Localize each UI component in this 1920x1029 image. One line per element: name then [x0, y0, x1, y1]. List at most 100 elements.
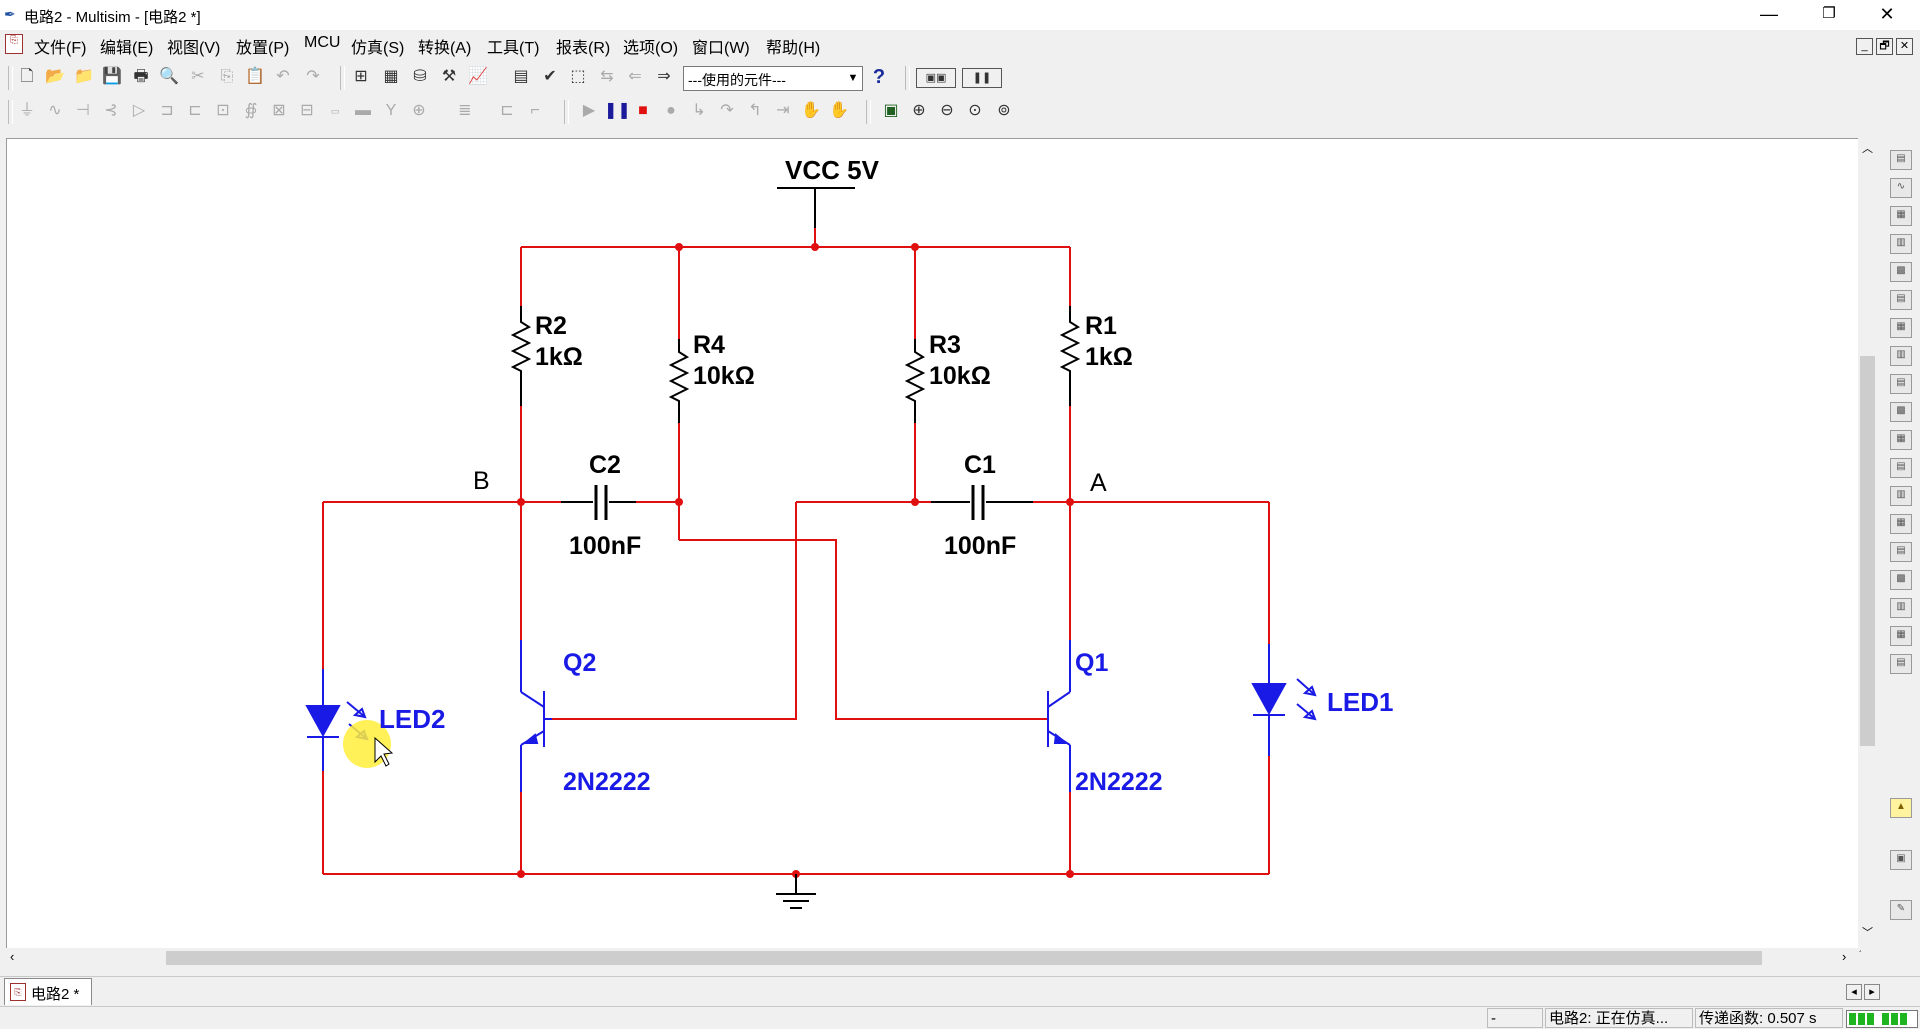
- schematic-canvas[interactable]: VCC 5V R2 1kΩ R4 10kΩ R3 10kΩ R1 1kΩ C2 …: [6, 138, 1861, 952]
- menu-tools[interactable]: 工具(T): [487, 40, 540, 57]
- forward-annotate-icon[interactable]: ⇒: [657, 68, 671, 85]
- menu-place[interactable]: 放置(P): [236, 40, 290, 57]
- print-preview-icon[interactable]: 🔍: [159, 68, 179, 85]
- four-channel-oscilloscope-icon[interactable]: ▩: [1890, 262, 1912, 282]
- pause-at-next-icon[interactable]: ●: [666, 102, 676, 119]
- current-probe-icon[interactable]: ▣: [1890, 850, 1912, 870]
- logic-analyzer-icon[interactable]: ▩: [1890, 402, 1912, 422]
- iv-analyzer-icon[interactable]: ▦: [1890, 430, 1912, 450]
- tab-circuit2[interactable]: ⎘ 电路2 *: [4, 978, 92, 1005]
- bode-plotter-icon[interactable]: ▤: [1890, 290, 1912, 310]
- menu-options[interactable]: 选项(O): [623, 40, 679, 57]
- zoom-in-icon[interactable]: ⊕: [912, 102, 926, 119]
- menu-edit[interactable]: 编辑(E): [100, 40, 154, 57]
- word-generator-icon[interactable]: ▥: [1890, 346, 1912, 366]
- new-file-icon[interactable]: 🗋: [20, 68, 34, 85]
- remove-breakpoints-icon[interactable]: ✋: [829, 102, 849, 119]
- close-button[interactable]: ✕: [1879, 4, 1895, 24]
- zoom-out-icon[interactable]: ⊖: [940, 102, 954, 119]
- mdi-minimize-button[interactable]: _: [1856, 38, 1873, 55]
- transfer-ultiboard-icon[interactable]: ⇆: [600, 68, 614, 85]
- tab-scroll-left-icon[interactable]: ◂: [1846, 984, 1862, 1000]
- step-into-icon[interactable]: ↳: [692, 102, 706, 119]
- in-use-list-combo[interactable]: ---使用的元件--- ▼: [683, 66, 863, 91]
- agilent-generator-icon[interactable]: ▤: [1890, 542, 1912, 562]
- misc-icon[interactable]: ▭: [330, 106, 340, 116]
- scroll-up-icon[interactable]: ︿: [1862, 143, 1873, 155]
- menu-file[interactable]: 文件(F): [34, 40, 87, 57]
- transistor-icon[interactable]: ⊰: [104, 102, 118, 119]
- mixed-icon[interactable]: ∯: [244, 102, 258, 119]
- frequency-counter-icon[interactable]: ▦: [1890, 318, 1912, 338]
- undo-icon[interactable]: ↶: [276, 68, 290, 85]
- database-icon[interactable]: ⛁: [413, 68, 427, 85]
- grapher-icon[interactable]: 📈: [468, 68, 488, 85]
- paste-icon[interactable]: 📋: [245, 68, 265, 85]
- ttl-icon[interactable]: ⊐: [160, 102, 174, 119]
- multimeter-icon[interactable]: ▤: [1890, 150, 1912, 170]
- back-annotate-icon[interactable]: ⇐: [628, 68, 642, 85]
- tektronix-oscilloscope-icon[interactable]: ▦: [1890, 626, 1912, 646]
- chevron-down-icon[interactable]: ▼: [847, 72, 859, 84]
- zoom-fit-icon[interactable]: ⊚: [997, 102, 1011, 119]
- mcu-component-icon[interactable]: ≣: [458, 102, 472, 119]
- analog-icon[interactable]: ▷: [132, 102, 146, 119]
- print-icon[interactable]: 🖶: [133, 68, 149, 85]
- menu-view[interactable]: 视图(V): [167, 40, 221, 57]
- menu-mcu[interactable]: MCU: [304, 34, 341, 51]
- minimize-button[interactable]: —: [1760, 4, 1778, 24]
- menu-help[interactable]: 帮助(H): [766, 40, 821, 57]
- copy-icon[interactable]: ⎘: [220, 68, 234, 85]
- indicator-icon[interactable]: ⊠: [272, 102, 286, 119]
- open-sample-icon[interactable]: 📁: [74, 68, 94, 85]
- tab-scroll-right-icon[interactable]: ▸: [1864, 984, 1880, 1000]
- show-grid-icon[interactable]: ▣: [883, 102, 899, 119]
- scroll-right-icon[interactable]: ›: [1842, 949, 1847, 964]
- run-to-cursor-icon[interactable]: ⇥: [776, 102, 790, 119]
- source-icon[interactable]: ⏚: [18, 102, 35, 119]
- vertical-scroll-thumb[interactable]: [1860, 356, 1875, 746]
- run-icon[interactable]: ▶: [582, 102, 596, 119]
- help-button[interactable]: ?: [872, 66, 886, 88]
- horizontal-scrollbar[interactable]: ‹ ›: [6, 948, 1859, 968]
- bus-icon[interactable]: ⌐: [530, 102, 540, 119]
- menu-simulate[interactable]: 仿真(S): [351, 40, 405, 57]
- basic-icon[interactable]: ∿: [48, 102, 62, 119]
- wattmeter-icon[interactable]: ▦: [1890, 206, 1912, 226]
- stop-icon[interactable]: ■: [638, 102, 648, 119]
- logic-converter-icon[interactable]: ▤: [1890, 374, 1912, 394]
- cut-icon[interactable]: ✂: [191, 68, 205, 85]
- spectrum-analyzer-icon[interactable]: ▥: [1890, 486, 1912, 506]
- menu-transfer[interactable]: 转换(A): [418, 40, 472, 57]
- restore-button[interactable]: ❐: [1822, 5, 1836, 22]
- mdi-restore-button[interactable]: 🗗: [1876, 38, 1893, 55]
- cmos-icon[interactable]: ⊏: [188, 102, 202, 119]
- step-out-icon[interactable]: ↰: [748, 102, 762, 119]
- diode-icon[interactable]: ⊣: [76, 102, 90, 119]
- power-component-icon[interactable]: ⊟: [300, 102, 314, 119]
- toggle-breakpoint-icon[interactable]: ✋: [801, 102, 821, 119]
- rf-icon[interactable]: Y: [385, 102, 397, 119]
- educational-icon[interactable]: ▣▣: [916, 68, 956, 88]
- vertical-scrollbar[interactable]: ︿ ﹀: [1858, 138, 1878, 950]
- open-folder-icon[interactable]: 📂: [45, 68, 65, 85]
- zoom-area-icon[interactable]: ⊙: [968, 102, 982, 119]
- redo-icon[interactable]: ↷: [306, 68, 320, 85]
- advanced-peripherals-icon[interactable]: ▬: [355, 102, 371, 119]
- step-over-icon[interactable]: ↷: [720, 102, 734, 119]
- menu-window[interactable]: 窗口(W): [692, 40, 750, 57]
- document-icon[interactable]: ⎘: [5, 34, 23, 54]
- pause-icon[interactable]: ❚❚: [604, 102, 631, 119]
- hierarchical-block-icon[interactable]: ⊏: [500, 102, 514, 119]
- misc-digital-icon[interactable]: ⊡: [216, 102, 230, 119]
- design-toolbox-icon[interactable]: ⊞: [354, 68, 368, 85]
- save-icon[interactable]: 💾: [102, 68, 122, 85]
- agilent-oscilloscope-icon[interactable]: ▥: [1890, 598, 1912, 618]
- electromechanical-icon[interactable]: ⊕: [412, 102, 426, 119]
- measurement-probe-icon[interactable]: ▲: [1890, 798, 1912, 818]
- scroll-down-icon[interactable]: ﹀: [1862, 927, 1873, 939]
- distortion-analyzer-icon[interactable]: ▤: [1890, 458, 1912, 478]
- agilent-multimeter-icon[interactable]: ▩: [1890, 570, 1912, 590]
- component-wizard-icon[interactable]: ⚒: [441, 68, 457, 85]
- horizontal-scroll-thumb[interactable]: [166, 951, 1762, 965]
